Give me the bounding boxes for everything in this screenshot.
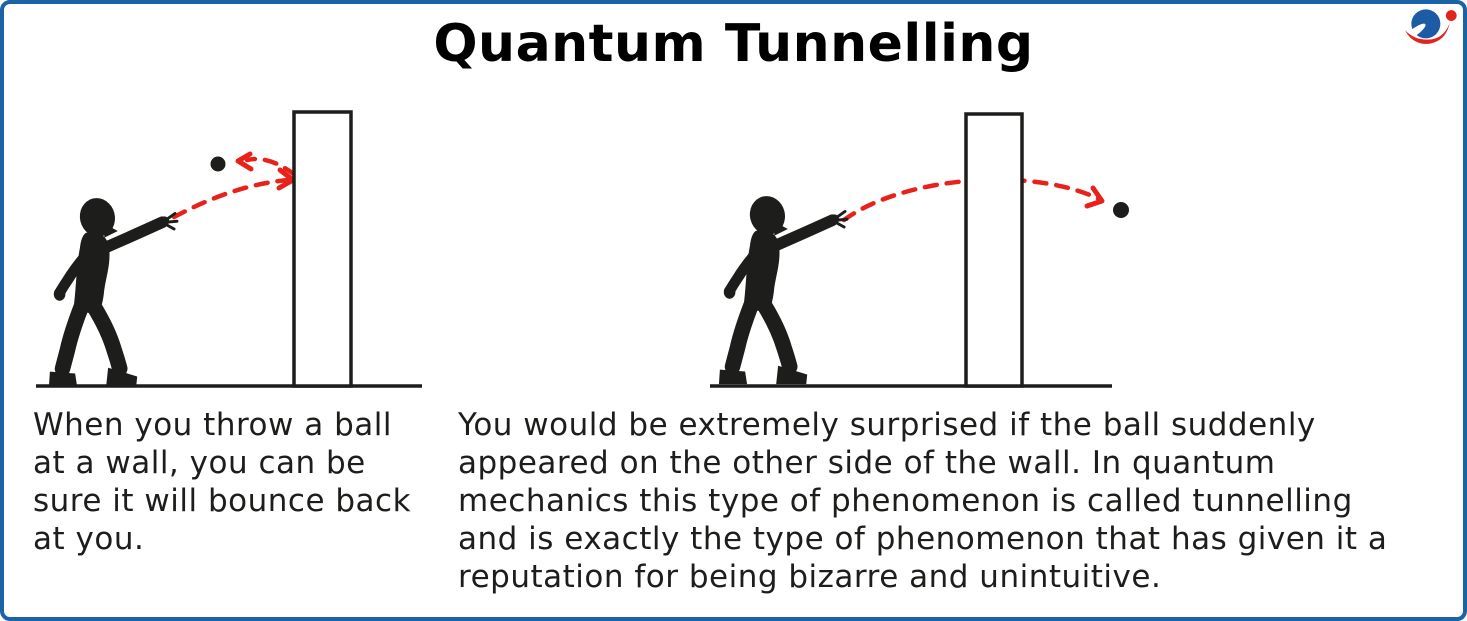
throw-trajectory-arc	[171, 177, 292, 220]
logo-swoosh-icon	[1405, 22, 1450, 44]
wall	[964, 112, 1024, 388]
left-caption: When you throw a ball at a wall, you can…	[33, 407, 412, 557]
page-title: Quantum Tunnelling	[433, 14, 1034, 74]
logo-slice-icon	[1403, 23, 1426, 41]
thrower-silhouette	[719, 192, 847, 384]
classical-bounce-scene	[36, 110, 422, 388]
ball-icon	[1113, 202, 1129, 218]
bounce-trajectory-arc	[244, 156, 298, 178]
brand-logo	[1403, 9, 1457, 44]
right-caption: You would be extremely surprised if the …	[458, 407, 1388, 595]
wall	[292, 110, 353, 388]
illustration-canvas	[36, 110, 1129, 621]
arrowhead-through-wall-icon	[1084, 185, 1105, 209]
ball-icon	[210, 156, 226, 172]
thrower-silhouette	[49, 194, 177, 386]
arrowhead-bounce-back-icon	[235, 151, 254, 172]
logo-dot-icon	[1445, 10, 1457, 21]
quantum-tunnel-scene	[710, 112, 1129, 388]
